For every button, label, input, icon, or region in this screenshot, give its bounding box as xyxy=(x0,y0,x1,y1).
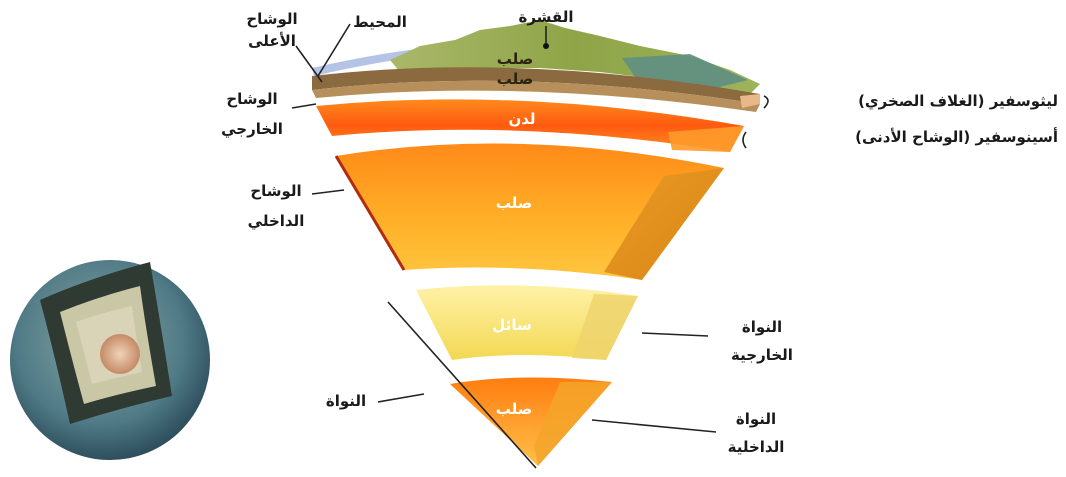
state-outer-core: سائل xyxy=(492,316,531,334)
label-inner-mantle-line2: الداخلي xyxy=(248,212,305,230)
cone-edge-line xyxy=(387,301,537,469)
label-core: النواة xyxy=(326,392,366,410)
asthenosphere-slab xyxy=(316,99,744,152)
label-outer-core-line2: الخارجية xyxy=(731,346,793,364)
crust-slab xyxy=(312,20,760,112)
leader-inner-core xyxy=(591,419,717,433)
globe-cutaway xyxy=(10,260,210,460)
label-inner-mantle-line1: الوشاح xyxy=(250,182,301,200)
leader-outer-core xyxy=(641,332,709,337)
label-outer-mantle-line1: الوشاح xyxy=(226,90,277,108)
state-crust-1: صلب xyxy=(497,50,534,68)
leader-lithosphere xyxy=(763,95,769,109)
outer-core-slab xyxy=(416,285,638,360)
label-upper-mantle-line1: الوشاح xyxy=(246,10,297,28)
asthenosphere-layer xyxy=(316,99,744,152)
leader-asthenosphere xyxy=(742,131,747,149)
mantle-side xyxy=(604,168,724,280)
inner-core-slab xyxy=(450,377,612,466)
label-inner-core-line1: النواة xyxy=(736,410,776,428)
leader-upper-mantle xyxy=(295,45,323,83)
outer-core-side xyxy=(572,294,638,360)
lithosphere-layer xyxy=(312,80,760,112)
leader-inner-mantle xyxy=(311,189,345,195)
leader-outer-mantle xyxy=(291,103,317,109)
label-upper-mantle-line2: الأعلى xyxy=(248,32,296,50)
leader-lines xyxy=(291,23,769,433)
label-outer-core-line1: النواة xyxy=(742,318,782,336)
state-crust-2: صلب xyxy=(497,70,534,88)
inner-core-side xyxy=(534,382,612,466)
labels: القشرة المحيط الوشاح الأعلى الوشاح الخار… xyxy=(221,8,1058,456)
lithosphere-edge xyxy=(740,94,760,108)
state-mantle: صلب xyxy=(496,194,533,212)
mantle-edge xyxy=(334,155,406,271)
leader-ocean xyxy=(317,23,351,77)
globe-inner-core xyxy=(100,334,140,374)
label-asthenosphere: أسينوسفير (الوشاح الأدنى) xyxy=(855,127,1058,146)
label-outer-mantle-line2: الخارجي xyxy=(221,120,283,138)
crust-layer xyxy=(312,67,760,104)
leader-core xyxy=(377,393,425,403)
asthenosphere-side xyxy=(668,126,744,152)
label-lithosphere: ليثوسفير (الغلاف الصخري) xyxy=(858,92,1058,111)
label-crust: القشرة xyxy=(518,8,573,26)
label-inner-core-line2: الداخلية xyxy=(728,438,785,456)
mantle-slab xyxy=(334,143,724,280)
label-ocean: المحيط xyxy=(353,13,407,31)
state-inner-core: صلب xyxy=(496,400,533,418)
leader-crust-dot xyxy=(543,43,549,49)
state-asthenosphere: لدن xyxy=(508,110,535,128)
